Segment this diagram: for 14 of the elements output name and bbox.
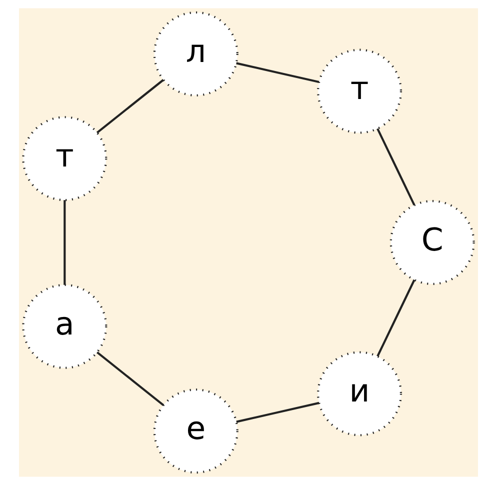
node-circle: С [389, 200, 474, 285]
connector [96, 352, 164, 406]
connector [63, 200, 66, 285]
node-circle: т [22, 116, 107, 202]
node-circle: и [316, 351, 402, 436]
connector [96, 79, 164, 134]
connector [236, 402, 319, 423]
node-circle: т [316, 48, 402, 134]
node-circle: а [22, 284, 107, 369]
connector [236, 62, 319, 84]
node-circle: е [152, 388, 238, 474]
connector [376, 128, 415, 206]
node-circle: л [152, 11, 238, 96]
connector [376, 279, 415, 357]
